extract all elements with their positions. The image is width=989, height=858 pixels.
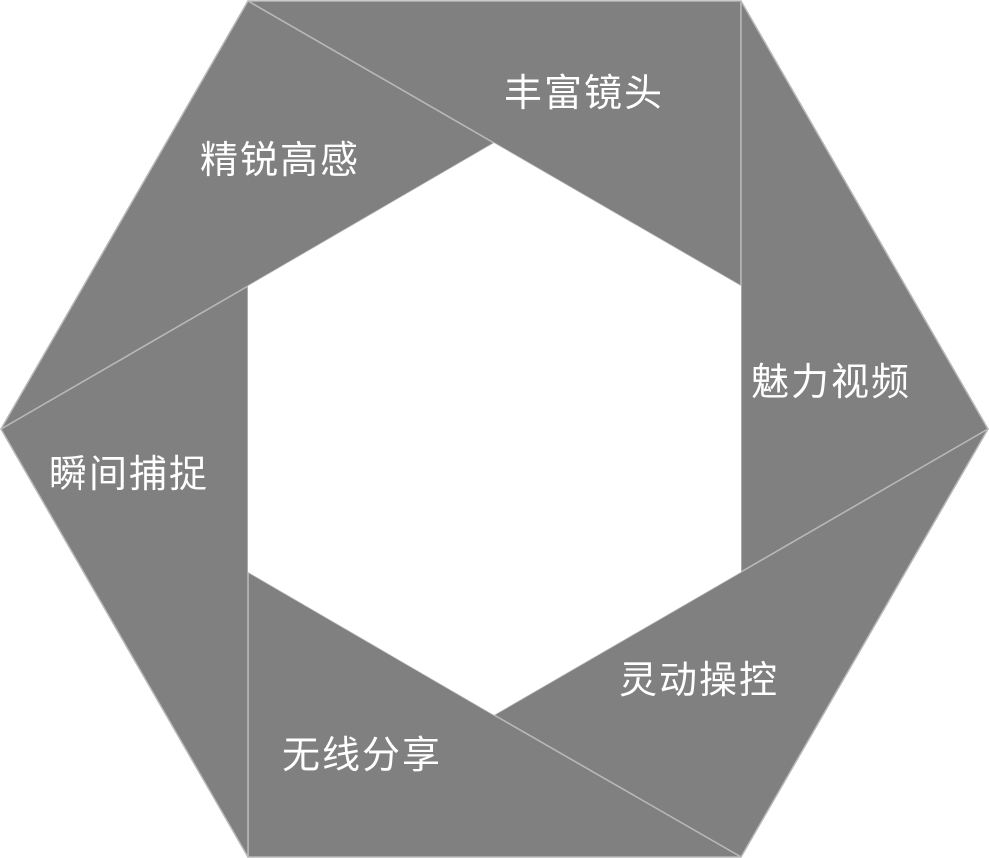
label-bottom: 无线分享 [282, 733, 442, 777]
label-upper-right: 魅力视频 [751, 360, 911, 404]
center-hexagon [248, 143, 741, 715]
label-top: 丰富镜头 [504, 71, 664, 115]
label-upper-left: 精锐高感 [200, 138, 360, 182]
label-lower-left: 瞬间捕捉 [49, 452, 209, 496]
label-lower-right: 灵动操控 [619, 658, 779, 702]
